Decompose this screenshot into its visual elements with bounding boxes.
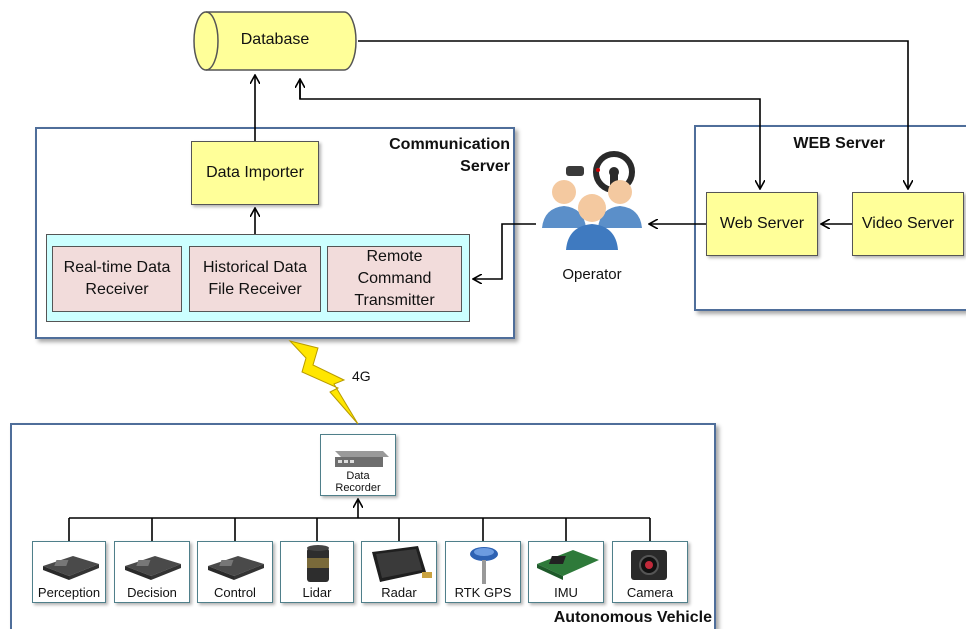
data-recorder: Data Recorder [320, 434, 396, 496]
gps-icon [470, 547, 498, 584]
realtime-data-receiver-label: Real-time Data Receiver [63, 259, 171, 298]
autonomous-vehicle-title: Autonomous Vehicle [553, 609, 712, 626]
component-lidar: Lidar [280, 541, 354, 603]
video-server: Video Server [852, 192, 964, 256]
operator-label: Operator [562, 266, 622, 283]
component-label: IMU [554, 585, 578, 600]
camera-icon [631, 550, 667, 580]
lidar-icon [307, 545, 329, 582]
web-server: Web Server [706, 192, 818, 256]
operator-people-icon [542, 151, 642, 250]
component-label: Radar [381, 585, 417, 600]
board-icon [208, 556, 264, 580]
remote-command-transmitter-label: Remote Command Transmitter [354, 248, 435, 309]
video-server-label: Video Server [861, 215, 955, 232]
database-label: Database [240, 31, 310, 48]
link-4g-label: 4G [352, 368, 371, 384]
historical-data-file-receiver: Historical Data File Receiver [189, 246, 321, 312]
historical-data-file-receiver-label: Historical Data File Receiver [202, 259, 308, 298]
component-control: Control [197, 541, 273, 603]
component-perception: Perception [32, 541, 106, 603]
component-label: Lidar [302, 585, 332, 600]
component-camera: Camera [612, 541, 688, 603]
remote-command-transmitter: Remote Command Transmitter [327, 246, 462, 312]
component-decision: Decision [114, 541, 190, 603]
component-rtk-gps: RTK GPS [445, 541, 521, 603]
component-label: Control [214, 585, 256, 600]
radar-icon [372, 546, 432, 582]
lightning-bolt-icon [288, 340, 359, 425]
communication-server-title: Communication Server [389, 136, 510, 175]
database-cylinder-icon [193, 11, 357, 71]
web-server-group-title: WEB Server [793, 135, 885, 152]
component-label: Camera [626, 585, 674, 600]
realtime-data-receiver: Real-time Data Receiver [52, 246, 182, 312]
data-recorder-label: Data Recorder [335, 470, 381, 494]
component-imu: IMU [528, 541, 604, 603]
web-server-label: Web Server [719, 215, 805, 232]
component-radar: Radar [361, 541, 437, 603]
component-label: Perception [37, 585, 101, 600]
imu-icon [537, 550, 599, 580]
operator: Operator [536, 150, 648, 290]
board-icon [125, 556, 181, 580]
data-importer: Data Importer [191, 141, 319, 205]
component-label: Decision [127, 585, 177, 600]
recorder-device-icon [335, 451, 389, 467]
board-icon [43, 556, 99, 580]
database: Database [192, 10, 358, 72]
component-label: RTK GPS [454, 585, 512, 600]
data-importer-label: Data Importer [206, 164, 304, 181]
